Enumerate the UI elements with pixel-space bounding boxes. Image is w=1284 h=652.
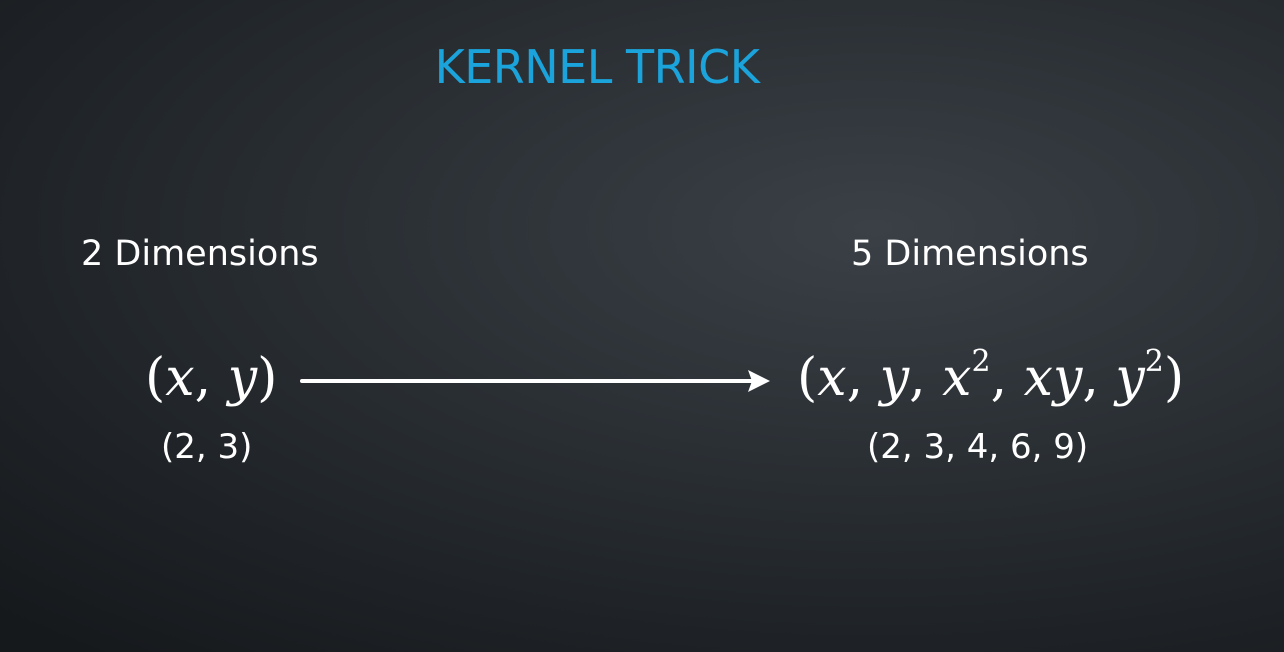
right-dimension-label: 5 Dimensions — [851, 234, 1089, 274]
mapping-arrow-icon — [300, 370, 770, 392]
right-vector-formula: (x, y, x2, xy, y2) — [797, 343, 1185, 408]
slide-title: KERNEL TRICK — [434, 40, 760, 94]
left-dimension-label: 2 Dimensions — [81, 234, 319, 274]
left-vector-formula: (x, y) — [145, 348, 278, 408]
left-example-values: (2, 3) — [161, 427, 253, 467]
right-example-values: (2, 3, 4, 6, 9) — [867, 427, 1089, 467]
